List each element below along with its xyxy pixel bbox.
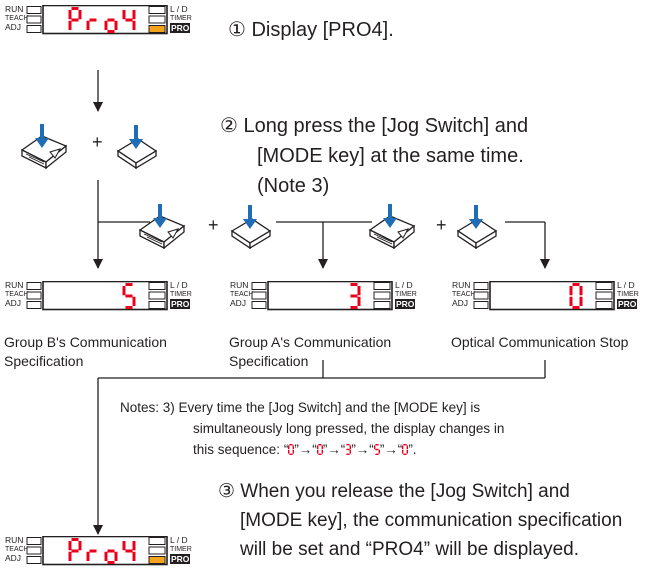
run-label: RUN <box>5 280 24 290</box>
pro-label: PRO <box>617 299 638 309</box>
run-label: RUN <box>230 280 249 290</box>
teach-label: TEACH <box>230 291 254 298</box>
display-bottom: RUN TEACH ADJ L / D TIMER PRO <box>5 536 205 568</box>
display-digit <box>350 283 361 309</box>
display-panel-graphic <box>473 281 615 311</box>
display-digit <box>68 7 82 30</box>
display-digit <box>122 283 136 309</box>
jog-switch-icon <box>21 123 67 169</box>
ld-label: L / D <box>170 535 188 545</box>
step3-line1: ③ When you release the [Jog Switch] and <box>218 481 570 502</box>
step3-line3: will be set and “PRO4” will be displayed… <box>240 539 579 560</box>
mode-key-icon-branch-1 <box>231 204 271 249</box>
notes-sequence: “”→“”→“”→“”→“”. <box>283 442 417 457</box>
caption-optical-stop: Optical Communication Stop <box>451 334 629 350</box>
caption-group-a-line2: Specification <box>229 353 309 369</box>
step2-line1: ② Long press the [Jog Switch] and <box>220 115 529 137</box>
adj-label: ADJ <box>452 298 469 308</box>
plus-sign-branch-2: + <box>436 215 447 235</box>
display-optical-stop: RUN TEACH ADJ L / D TIMER PRO <box>452 281 652 313</box>
adj-label: ADJ <box>5 298 22 308</box>
plus-sign-branch-1: + <box>208 215 219 235</box>
ld-label: L / D <box>395 280 413 290</box>
caption-group-b-line1: Group B's Communication <box>4 334 167 350</box>
notes-line3: this sequence: “”→“”→“”→“”→“”. <box>193 440 417 459</box>
display-digit <box>569 283 583 309</box>
pro-label: PRO <box>170 23 191 33</box>
sequence-digit <box>402 444 409 455</box>
ld-label: L / D <box>617 280 635 290</box>
plus-sign-step2: + <box>92 132 103 152</box>
display-group-a: RUN TEACH ADJ L / D TIMER PRO <box>230 281 430 313</box>
display-digit <box>104 549 118 564</box>
timer-label: TIMER <box>170 291 192 298</box>
display-digit <box>122 10 136 30</box>
display-panel-graphic <box>26 536 168 566</box>
step1-text: ① Display [PRO4]. <box>228 19 394 41</box>
adj-label: ADJ <box>230 298 247 308</box>
pro-label: PRO <box>395 299 416 309</box>
display-top: RUN TEACH ADJ L / D TIMER PRO <box>5 5 205 37</box>
display-digit <box>86 18 97 30</box>
step2-line3: (Note 3) <box>257 175 330 197</box>
timer-label: TIMER <box>170 546 192 553</box>
display-panel-graphic <box>251 281 393 311</box>
notes-line1: Notes: 3) Every time the [Jog Switch] an… <box>120 400 481 415</box>
timer-label: TIMER <box>170 15 192 22</box>
ld-label: L / D <box>170 4 188 14</box>
display-digit <box>68 538 82 561</box>
adj-label: ADJ <box>5 553 22 563</box>
timer-label: TIMER <box>617 291 639 298</box>
display-digit <box>122 541 136 561</box>
display-digit <box>86 549 97 561</box>
pro-label: PRO <box>170 554 191 564</box>
pro-label: PRO <box>170 299 191 309</box>
display-panel-graphic <box>26 281 168 311</box>
step3-line2: [MODE key], the communication specificat… <box>240 510 623 531</box>
timer-label: TIMER <box>395 291 417 298</box>
run-label: RUN <box>5 535 24 545</box>
step2-line2: [MODE key] at the same time. <box>257 145 524 167</box>
ld-label: L / D <box>170 280 188 290</box>
caption-group-b-line2: Specification <box>4 353 84 369</box>
teach-label: TEACH <box>452 291 476 298</box>
caption-group-a-line1: Group A's Communication <box>229 334 392 350</box>
mode-key-icon-branch-2 <box>457 204 497 249</box>
teach-label: TEACH <box>5 546 29 553</box>
mode-key-icon <box>117 124 157 169</box>
display-panel-graphic <box>26 5 168 35</box>
sequence-digit <box>316 444 323 455</box>
run-label: RUN <box>5 4 24 14</box>
jog-switch-icon-branch-2 <box>369 203 415 249</box>
jog-switch-icon-branch-1 <box>139 203 185 249</box>
adj-label: ADJ <box>5 22 22 32</box>
run-label: RUN <box>452 280 471 290</box>
teach-label: TEACH <box>5 15 29 22</box>
sequence-digit <box>346 444 352 455</box>
teach-label: TEACH <box>5 291 29 298</box>
sequence-digit <box>288 444 295 455</box>
display-digit <box>104 18 118 33</box>
sequence-digit <box>373 444 380 455</box>
notes-line2: simultaneously long pressed, the display… <box>193 421 505 436</box>
notes-line3-prefix: this sequence: <box>193 442 284 457</box>
display-group-b: RUN TEACH ADJ L / D TIMER PRO <box>5 281 205 313</box>
